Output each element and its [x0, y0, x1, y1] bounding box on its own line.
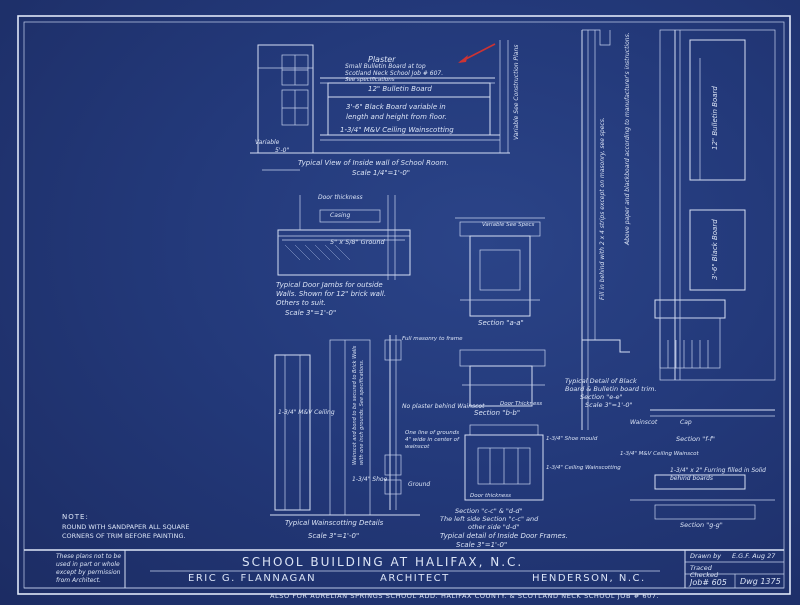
- door-jamb-caption-3: Others to suit.: [276, 299, 326, 307]
- section-cc: [464, 424, 544, 501]
- drawn-by-label: Drawn by: [690, 552, 722, 560]
- note-label: NOTE:: [62, 513, 89, 521]
- architect-role: ARCHITECT: [380, 573, 450, 584]
- architect-name: ERIC G. FLANNAGAN: [188, 573, 317, 584]
- section-aa-caption: Section "a-a": [478, 319, 524, 327]
- label-wainscot-ceiling: 1-3/4" M&V Ceiling: [278, 409, 335, 416]
- label-door-thickness: Door thickness: [318, 194, 363, 201]
- section-cc-caption-1: Section "c-c" & "d-d": [455, 507, 523, 515]
- drawn-by-value: E.G.F. Aug 27: [732, 552, 776, 560]
- note-text-2: CORNERS OF TRIM BEFORE PAINTING.: [62, 532, 186, 540]
- label-bulletin: 12" Bulletin Board: [368, 85, 432, 93]
- traced-label: Traced: [690, 564, 712, 572]
- restriction-3: except by permission: [56, 569, 121, 576]
- label-cc-door-thickness: Door thickness: [470, 493, 511, 499]
- top-view-caption: Typical View of Inside wall of School Ro…: [298, 159, 449, 167]
- drawing-title: SCHOOL BUILDING AT HALIFAX, N.C.: [242, 555, 524, 569]
- section-cc-caption-2: The left side Section "c-c" and: [440, 515, 539, 523]
- label-wainscot-vertical: Wainscot and bond to be secured to Brick…: [352, 345, 365, 465]
- label-blackboard-1: 3'-6" Black Board variable in: [346, 103, 446, 111]
- label-plaster: Plaster: [368, 55, 396, 64]
- restriction-1: These plans not to be: [56, 553, 122, 560]
- door-jamb-scale: Scale 3"=1'-0": [285, 309, 337, 317]
- checked-label: Checked: [690, 571, 719, 579]
- label-shelf-3: See specifications: [345, 77, 395, 83]
- title-block-lines: [24, 549, 784, 589]
- blackboard-scale: Scale 3"=1'-0": [585, 401, 633, 409]
- label-casing: Casing: [330, 212, 351, 219]
- wainscot-caption: Typical Wainscotting Details: [285, 519, 384, 527]
- top-view-scale: Scale 1/4"=1'-0": [352, 169, 410, 177]
- section-gg-caption: Section "g-g": [680, 521, 723, 529]
- door-jamb-detail: [277, 195, 411, 280]
- section-ff-caption: Section "f-f": [676, 435, 716, 443]
- restriction-4: from Architect.: [56, 577, 101, 584]
- label-wainscot-shoe: 1-3/4" Shoe: [352, 476, 388, 483]
- label-bb-wainscot: Wainscot: [630, 419, 658, 426]
- label-bb-bulletin: 12" Bulletin Board: [711, 86, 719, 150]
- label-cc-shoe: 1-3/4" Shoe mould: [546, 436, 598, 442]
- label-aa-variable: Variable See Specs: [482, 222, 535, 228]
- label-bb-ceiling: 1-3/4" M&V Ceiling Wainscot: [620, 451, 699, 457]
- label-masonry: Full masonry to frame: [402, 336, 463, 342]
- door-frames-caption: Typical detail of Inside Door Frames.: [440, 532, 568, 540]
- blackboard-caption-3: Section "e-e": [580, 393, 623, 401]
- section-aa: [455, 217, 545, 317]
- architect-city: HENDERSON, N.C.: [532, 573, 646, 584]
- label-blackboard-2: length and height from floor.: [346, 113, 447, 121]
- restriction-2: used in part or whole: [56, 561, 120, 568]
- outer-border: [17, 15, 791, 595]
- blackboard-caption-2: Board & Bulletin board trim.: [565, 385, 657, 393]
- label-cc-ceiling: 1-3/4" Ceiling Wainscotting: [546, 465, 621, 471]
- label-furring: 1-3/4" x 2" Furring filled in Solid behi…: [670, 467, 766, 482]
- top-wall-view: [250, 40, 510, 171]
- label-fill-note: Fill in behind with 2 x 4 strips except …: [599, 117, 606, 300]
- label-shelf-1: Small Bulletin Board at top: [345, 63, 426, 70]
- section-cc-caption-3: other side "d-d": [468, 523, 520, 531]
- label-bb-door-thickness: Door Thickness: [500, 401, 543, 407]
- label-wainscot: 1-3/4" M&V Ceiling Wainscotting: [340, 126, 454, 134]
- label-paper-note: Above paper and blackboard according to …: [624, 32, 631, 245]
- door-frames-scale: Scale 3"=1'-0": [456, 541, 508, 549]
- label-bb-blackboard: 3'-6" Black Board: [711, 219, 719, 280]
- label-bb-cap: Cap: [680, 419, 692, 426]
- dwg-number: Dwg 1375: [740, 577, 781, 586]
- label-ground: 5" x 5/8" Ground: [330, 238, 385, 246]
- label-no-plaster: No plaster behind Wainscot: [402, 403, 485, 410]
- label-wainscot-ground: Ground: [408, 481, 431, 488]
- label-shelf-2: Scotland Neck School Job # 607.: [345, 70, 444, 77]
- label-variable: Variable: [255, 139, 280, 146]
- label-side-note: Variable See Construction Plans: [513, 44, 520, 140]
- wainscot-scale: Scale 3"=1'-0": [308, 532, 360, 540]
- label-grounds: One line of grounds 4" wide in center of…: [405, 430, 460, 451]
- blackboard-trim-detail: [581, 29, 776, 520]
- section-bb: [459, 349, 546, 407]
- door-jamb-caption-1: Typical Door Jambs for outside: [276, 281, 383, 289]
- section-bb-caption: Section "b-b": [474, 409, 521, 417]
- note-text-1: ROUND WITH SANDPAPER ALL SQUARE: [62, 523, 190, 531]
- label-dim: 5'-0": [275, 147, 290, 154]
- job-number: Job# 605: [690, 578, 727, 587]
- footer-note: ALSO FOR AURELIAN SPRINGS SCHOOL ADD. HA…: [270, 592, 660, 600]
- wainscot-detail: [270, 335, 420, 516]
- door-jamb-caption-2: Walls. Shown for 12" brick wall.: [276, 290, 387, 298]
- blackboard-caption-1: Typical Detail of Black: [565, 377, 637, 385]
